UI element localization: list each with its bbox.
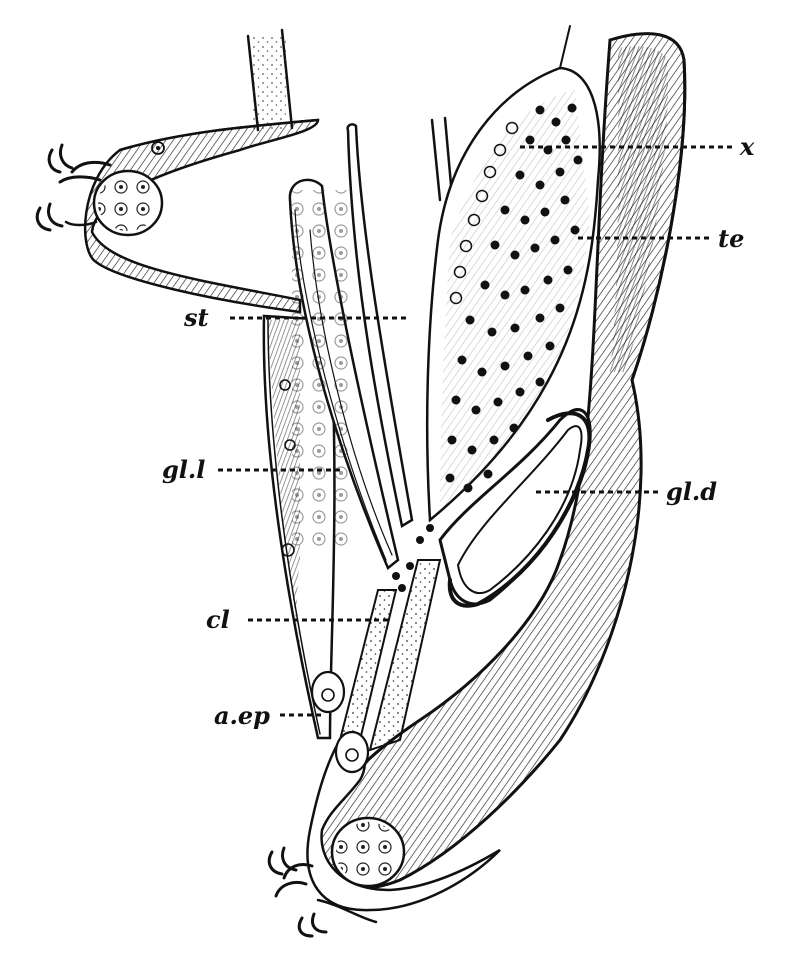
label-te: te [718, 224, 744, 253]
nucleated-cells [449, 121, 519, 305]
connecting-tube [338, 524, 442, 752]
upper-stalk [246, 28, 294, 132]
testis-sac [425, 25, 601, 523]
label-cl: cl [206, 605, 230, 634]
label-x: x [739, 132, 755, 161]
label-leaders [218, 145, 732, 717]
upper-tentacle-icon [35, 143, 112, 232]
label-st: st [183, 303, 209, 332]
lower-polyp-head [306, 730, 501, 912]
label-aep: a.ep [214, 701, 270, 730]
ectoderm-cell [310, 670, 346, 714]
main-body [318, 32, 687, 890]
label-gld: gl.d [666, 477, 717, 506]
label-gll: gl.l [162, 455, 205, 484]
upper-polyp-head [83, 118, 320, 314]
lower-tentacle-icon [267, 846, 378, 938]
gland-duct [438, 408, 592, 608]
figure-labels: x te st gl.l gl.d cl a.ep [162, 132, 755, 730]
gland-lobes [288, 123, 414, 570]
